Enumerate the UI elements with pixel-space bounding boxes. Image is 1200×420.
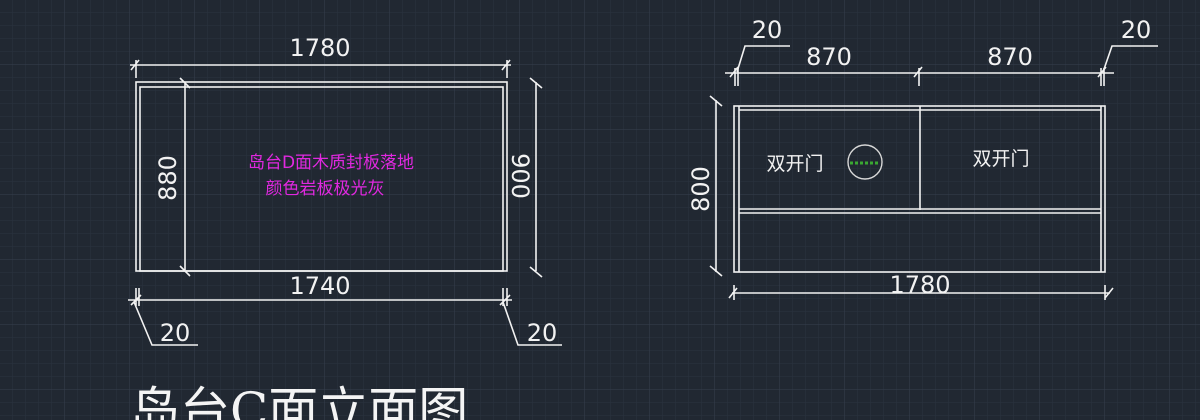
dim-top: [130, 59, 511, 78]
dim-1780-bottom: 1780: [889, 271, 950, 299]
dim-top-right: [725, 66, 1114, 86]
offset-right-label: 20: [527, 319, 558, 347]
door-label-right: 双开门: [972, 148, 1029, 170]
door-label-left: 双开门: [766, 153, 823, 175]
drawing-title: 岛台C面立面图: [130, 382, 468, 420]
note-line-2: 颜色岩板极光灰: [266, 179, 385, 199]
dim-1740: 1740: [289, 272, 350, 300]
leaders: [133, 301, 562, 346]
offset-left-top: 20: [752, 16, 783, 44]
note-line-1: 岛台D面木质封板落地: [248, 153, 414, 173]
dim-bottom: [128, 288, 512, 306]
inner-panel: [139, 86, 504, 272]
dim-800-label: 800: [687, 166, 715, 212]
leaders-right: [736, 45, 1158, 73]
dim-900-label: 900: [506, 153, 534, 199]
dim-870-left: 870: [806, 43, 852, 71]
marker-circle-icon: [847, 144, 883, 180]
dim-880-label: 880: [154, 155, 182, 201]
right-elevation: [709, 45, 1158, 300]
dim-870-right: 870: [987, 43, 1033, 71]
left-elevation: [128, 59, 562, 346]
dim-900: [529, 77, 543, 278]
offset-right-top: 20: [1121, 16, 1152, 44]
dim-880: [179, 77, 191, 277]
cabinet-inner: [738, 106, 1102, 272]
dim-800: [709, 95, 723, 277]
dim-bottom-right: [728, 285, 1114, 300]
dim-1780-top: 1780: [289, 34, 350, 62]
offset-left-label: 20: [160, 319, 191, 347]
